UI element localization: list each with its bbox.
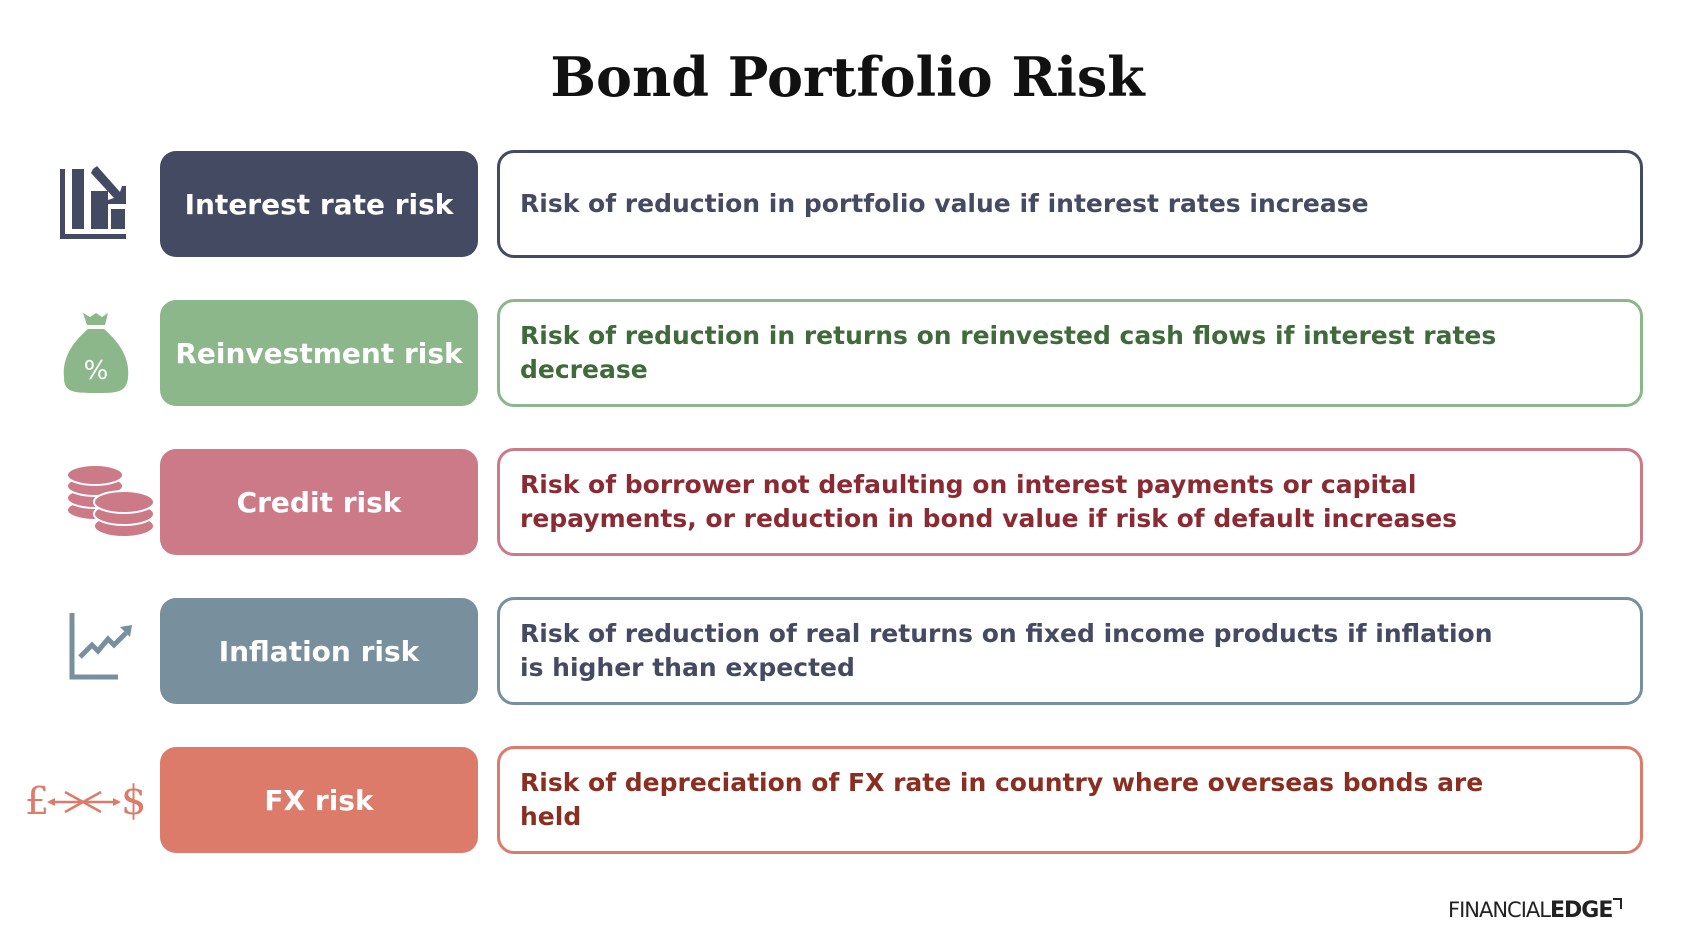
risk-label: Credit risk	[160, 449, 478, 555]
risk-description-box: Risk of reduction in returns on reinvest…	[497, 299, 1643, 407]
risk-label: FX risk	[160, 747, 478, 853]
risk-description-box: Risk of depreciation of FX rate in count…	[497, 746, 1643, 854]
coins-icon	[66, 464, 155, 538]
risk-description-box: Risk of borrower not defaulting on inter…	[497, 448, 1643, 556]
risk-row-credit: Credit risk Risk of borrower not default…	[0, 448, 1695, 556]
risk-row-fx: £ $ FX risk Risk of depreciation of FX r…	[0, 746, 1695, 854]
risk-label: Inflation risk	[160, 598, 478, 704]
risk-description: Risk of reduction in portfolio value if …	[520, 189, 1369, 218]
currency-exchange-icon: £ $	[25, 778, 146, 824]
logo-corner-mark	[1613, 898, 1623, 909]
logo-text-financial: FINANCIAL	[1448, 898, 1551, 922]
risk-description: Risk of depreciation of FX rate in count…	[520, 768, 1484, 831]
svg-text:%: %	[84, 356, 109, 386]
risk-row-interest-rate: Interest rate risk Risk of reduction in …	[0, 150, 1695, 258]
risk-description: Risk of reduction of real returns on fix…	[520, 619, 1493, 682]
money-bag-percent-icon: %	[63, 313, 129, 393]
line-chart-up-icon	[69, 613, 132, 680]
risk-label: Reinvestment risk	[160, 300, 478, 406]
risk-label: Interest rate risk	[160, 151, 478, 257]
svg-text:£: £	[25, 779, 49, 823]
bar-chart-down-icon	[60, 166, 126, 239]
risk-row-reinvestment: % Reinvestment risk Risk of reduction in…	[0, 299, 1695, 407]
risk-description-box: Risk of reduction of real returns on fix…	[497, 597, 1643, 705]
svg-text:$: $	[121, 778, 146, 824]
logo-text-edge: EDGE	[1549, 898, 1613, 923]
risk-description: Risk of borrower not defaulting on inter…	[520, 470, 1458, 533]
page-title: Bond Portfolio Risk	[550, 45, 1145, 109]
risk-description-box: Risk of reduction in portfolio value if …	[497, 150, 1643, 258]
financial-edge-logo: FINANCIALEDGE	[1448, 898, 1623, 923]
risk-row-inflation: Inflation risk Risk of reduction of real…	[0, 597, 1695, 705]
risk-description: Risk of reduction in returns on reinvest…	[520, 321, 1497, 384]
